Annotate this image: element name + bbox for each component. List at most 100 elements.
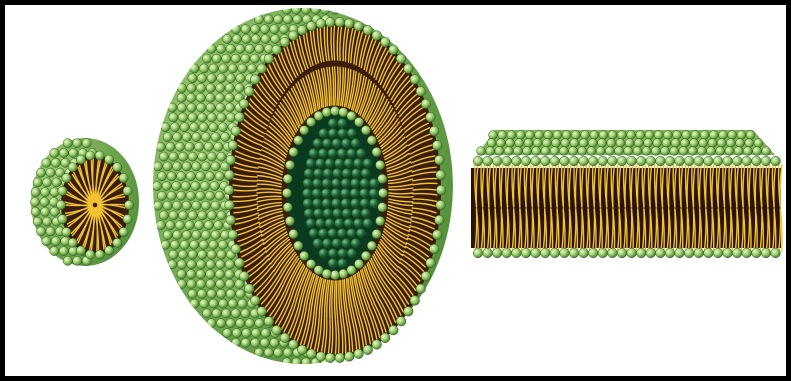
lipid-head bbox=[36, 227, 45, 236]
lipid-head bbox=[344, 352, 354, 362]
lipid-head bbox=[198, 113, 207, 122]
lipid-head bbox=[694, 156, 704, 166]
lipid-head bbox=[216, 83, 225, 92]
lipid-head bbox=[372, 147, 381, 156]
lipid-head bbox=[241, 338, 250, 347]
lipid-head bbox=[86, 250, 95, 259]
lipid-head bbox=[207, 113, 216, 122]
lipid-head bbox=[215, 172, 224, 181]
lipid-head bbox=[495, 147, 504, 156]
lipid-head bbox=[599, 131, 608, 140]
lipid-head bbox=[170, 240, 179, 249]
lipid-head bbox=[354, 21, 364, 31]
lipid-head bbox=[477, 147, 486, 156]
lipid-head bbox=[535, 131, 544, 140]
lipid-head bbox=[347, 229, 356, 238]
lipid-head bbox=[283, 348, 292, 357]
lipid-head bbox=[333, 169, 342, 178]
lipid-head bbox=[225, 260, 234, 269]
lipid-head bbox=[351, 199, 360, 208]
lipid-head bbox=[344, 159, 353, 168]
lipid-head bbox=[210, 181, 219, 190]
lipid-head bbox=[347, 249, 356, 258]
lipid-head bbox=[303, 179, 312, 188]
lipid-head bbox=[313, 139, 322, 148]
lipid-head bbox=[360, 199, 369, 208]
lipid-head bbox=[512, 156, 522, 166]
lipid-head bbox=[642, 147, 651, 156]
lipid-head bbox=[41, 207, 50, 216]
lipid-head bbox=[254, 348, 263, 357]
lipid-head bbox=[216, 260, 225, 269]
lipid-head bbox=[231, 244, 241, 254]
lipid-head bbox=[63, 256, 72, 265]
lipid-head bbox=[191, 181, 200, 190]
lipid-head bbox=[704, 248, 714, 258]
lipid-head bbox=[202, 54, 211, 63]
lipid-head bbox=[531, 248, 541, 258]
lipid-head bbox=[226, 155, 236, 165]
lipid-head bbox=[221, 132, 230, 141]
lipid-head bbox=[389, 45, 399, 55]
lipid-head bbox=[331, 189, 340, 198]
lipid-head bbox=[231, 338, 240, 347]
lipid-head bbox=[123, 186, 132, 195]
lipid-head bbox=[51, 158, 60, 167]
lipid-head bbox=[82, 139, 91, 148]
lipid-head bbox=[177, 172, 186, 181]
lipid-head bbox=[188, 289, 197, 298]
lipid-head bbox=[199, 240, 208, 249]
lipid-head bbox=[224, 185, 234, 195]
lipid-head bbox=[239, 271, 249, 281]
lipid-head bbox=[304, 209, 313, 218]
lipid-head bbox=[113, 163, 122, 172]
lipid-head bbox=[197, 103, 206, 112]
lipid-head bbox=[416, 284, 426, 294]
lipid-head bbox=[745, 139, 754, 148]
lipid-head bbox=[270, 338, 279, 347]
lipid-head bbox=[173, 230, 182, 239]
lipid-head bbox=[436, 185, 446, 195]
lipid-head bbox=[297, 345, 307, 355]
lipid-head bbox=[219, 299, 228, 308]
lipid-head bbox=[204, 221, 213, 230]
lipid-head bbox=[369, 189, 378, 198]
lipid-head bbox=[216, 103, 225, 112]
lipid-head bbox=[239, 99, 249, 109]
lipid-head bbox=[709, 131, 718, 140]
lipid-head bbox=[30, 197, 39, 206]
lipid-head bbox=[293, 15, 302, 24]
lipid-head bbox=[179, 211, 188, 220]
lipid-head bbox=[169, 250, 178, 259]
lipid-head bbox=[261, 328, 270, 337]
lipid-head bbox=[540, 156, 550, 166]
lipid-head bbox=[380, 37, 390, 47]
lipid-head bbox=[321, 5, 330, 14]
lipid-head bbox=[225, 83, 234, 92]
lipid-head bbox=[105, 246, 114, 255]
lipid-head bbox=[274, 348, 283, 357]
lipid-head bbox=[159, 152, 168, 161]
lipid-head bbox=[201, 162, 210, 171]
lipid-head bbox=[199, 64, 208, 73]
lipid-head bbox=[309, 149, 318, 158]
lipid-head bbox=[523, 147, 532, 156]
lipid-head bbox=[432, 141, 442, 151]
lipid-head bbox=[608, 248, 618, 258]
lipid-head bbox=[356, 229, 365, 238]
lipid-head bbox=[245, 44, 254, 53]
lipid-head bbox=[188, 113, 197, 122]
lipid-head bbox=[215, 93, 224, 102]
lipid-head bbox=[570, 139, 579, 148]
lipid-head bbox=[743, 147, 752, 156]
lipid-head bbox=[496, 139, 505, 148]
lipid-head bbox=[50, 148, 59, 157]
lipid-head bbox=[223, 34, 232, 43]
lipid-head bbox=[378, 203, 387, 212]
lipid-head bbox=[389, 325, 399, 335]
lipid-head bbox=[173, 162, 182, 171]
lipid-head bbox=[617, 248, 627, 258]
lipid-head bbox=[598, 248, 608, 258]
lipid-head bbox=[153, 201, 162, 210]
lipid-head bbox=[280, 333, 290, 343]
